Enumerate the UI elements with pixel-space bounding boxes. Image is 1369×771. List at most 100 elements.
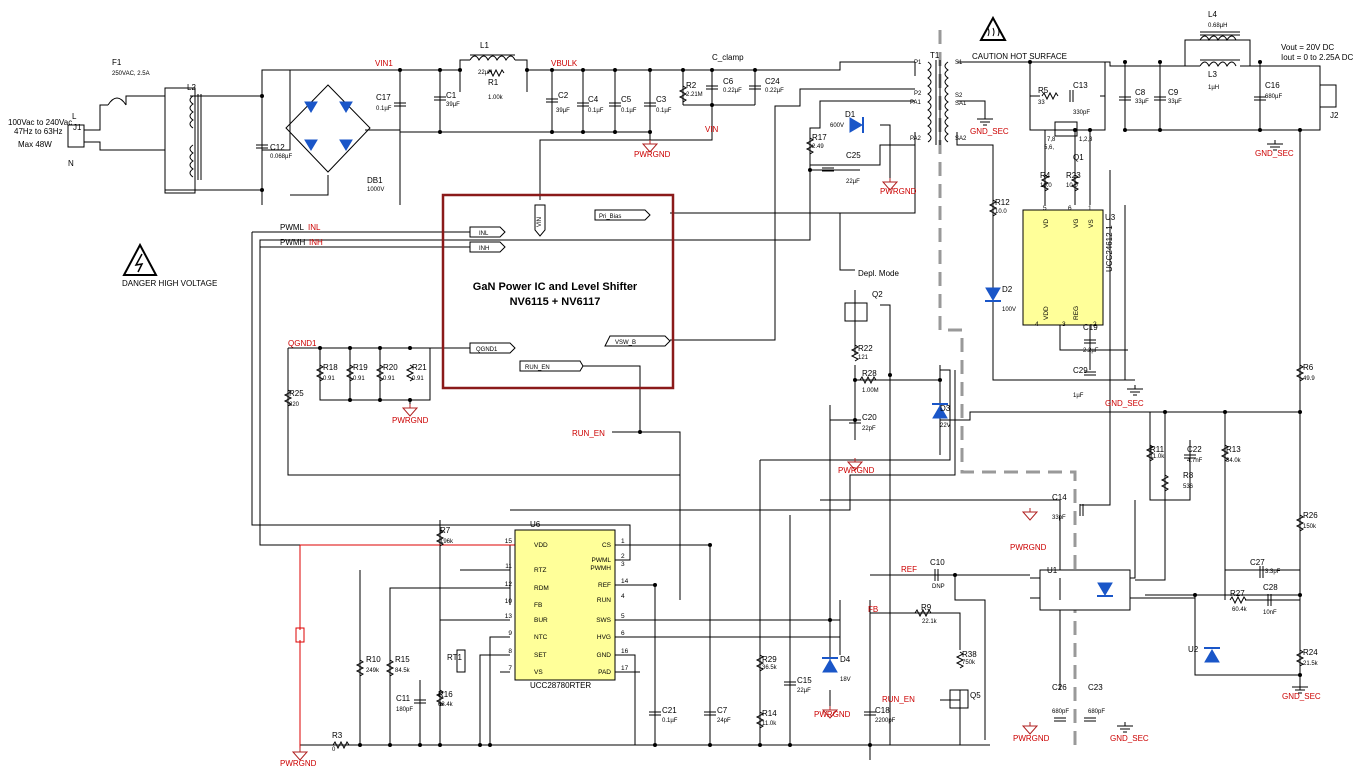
iout-text: Iout = 0 to 2.25A DC [1281, 53, 1353, 62]
pwrgnd-label: PWRGND [1010, 543, 1047, 552]
ref-r6: R6 [1303, 363, 1314, 372]
d2-diode [985, 287, 1001, 302]
u3-ref: U3 [1105, 213, 1116, 222]
q2-mosfet [844, 302, 868, 322]
ref-l4: L4 [1208, 10, 1217, 19]
value-r8: 536 [1183, 484, 1194, 490]
u6-pin-num: 5 [621, 613, 625, 620]
value-c13: 330pF [1073, 110, 1090, 116]
j1-connector[interactable] [67, 124, 85, 148]
value-c20: 22pF [862, 426, 876, 432]
ref-c4: C4 [588, 95, 599, 104]
value-c2: 39µF [556, 108, 570, 114]
hot-surface-icon [979, 15, 1007, 41]
u3-ic [1022, 209, 1104, 326]
u3-vs: VS [1088, 219, 1095, 228]
u6-pin-num: 2 [621, 553, 625, 560]
j1-label: J1 [73, 123, 82, 132]
port-vsw-b: VSW_B [615, 340, 636, 346]
ref-c19: C19 [1083, 323, 1098, 332]
value-c25: 22µF [846, 179, 860, 185]
u6-pin-num: 8 [508, 648, 512, 655]
input-l: L [72, 112, 77, 121]
u6-pin-label: PAD [598, 669, 611, 676]
u6-pin-label: RTZ [534, 567, 547, 574]
value-c24: 0.22µF [765, 88, 784, 94]
ref-r8: R8 [1183, 471, 1194, 480]
value-r11: 11.0k [1150, 454, 1165, 460]
input-spec-1: 100Vac to 240Vac [8, 118, 72, 127]
net-inl: INL [308, 223, 321, 232]
u6-ref: U6 [530, 520, 541, 529]
ref-c15: C15 [797, 676, 812, 685]
ref-d4: D4 [840, 655, 851, 664]
ground-symbols [291, 115, 1308, 761]
q1-pins-c: 1,2,3 [1079, 137, 1093, 143]
net-run-en-1: RUN_EN [572, 429, 605, 438]
ref-c11: C11 [396, 694, 411, 703]
j2-connector[interactable] [1319, 84, 1337, 108]
gndsec-label: GND_SEC [970, 127, 1009, 136]
u6-pin-num: 12 [505, 581, 513, 588]
value-f1: 250VAC, 2.5A [112, 71, 150, 77]
value-c4: 0.1µF [588, 108, 604, 114]
value-c10: DNP [932, 584, 945, 590]
ref-r7: R7 [440, 526, 451, 535]
value-c9: 33µF [1168, 99, 1182, 105]
u6-pin-label: PWML [592, 557, 612, 564]
f1-fuse [107, 97, 127, 106]
ref-r19: R19 [353, 363, 368, 372]
t1-s2: S2 [955, 93, 963, 99]
value-r26: 150k [1303, 524, 1317, 530]
u3-part: UCC24612-1 [1105, 225, 1114, 272]
u6-pin-num: 10 [505, 598, 513, 605]
ref-c20: C20 [862, 413, 877, 422]
u3-pin4: 4 [1035, 321, 1039, 328]
ref-q2: Q2 [872, 290, 883, 299]
l4-inductor [1199, 35, 1237, 42]
net-inh: INH [309, 238, 323, 247]
value-l4: 0.68µH [1208, 23, 1227, 29]
value-c5: 0.1µF [621, 108, 637, 114]
pwrgnd-label: PWRGND [814, 710, 851, 719]
value-c15: 22µF [797, 688, 811, 694]
u6-pin-label: SWS [596, 617, 611, 624]
port-pri-bias: Pri_Bias [599, 214, 621, 220]
value-r17: 2.49 [812, 144, 824, 150]
ref-d2: D2 [1002, 285, 1013, 294]
t1-ref: T1 [930, 51, 940, 60]
net-ref: REF [901, 565, 917, 574]
value-c7: 24pF [717, 718, 731, 724]
isolation-boundary [938, 30, 1077, 745]
u6-pin-label: SET [534, 652, 547, 659]
port-vin: VIN [537, 217, 543, 227]
value-r7: 196k [440, 539, 454, 545]
value-r38: 750k [962, 660, 976, 666]
pwrgnd-label: PWRGND [634, 150, 671, 159]
u6-pin-label: CS [602, 542, 612, 549]
d4-diode [822, 657, 838, 673]
value-r13: 34.0k [1226, 458, 1242, 464]
ref-r22: R22 [858, 344, 873, 353]
ref-r13: R13 [1226, 445, 1241, 454]
ref-c21: C21 [662, 706, 677, 715]
gndsec-label: GND_SEC [1282, 692, 1321, 701]
value-c22: 4.7nF [1187, 458, 1203, 464]
ref-c8: C8 [1135, 88, 1146, 97]
u3-vg: VG [1073, 219, 1080, 228]
value-r2: 2.21M [686, 92, 703, 98]
value-r5: 33 [1038, 100, 1045, 106]
ref-c6: C6 [723, 77, 734, 86]
q5-mosfet [949, 689, 969, 709]
u6-pin-label: HVG [597, 634, 611, 641]
ref-l2: L2 [187, 83, 196, 92]
ref-r2: R2 [686, 81, 697, 90]
t1-p2: P2 [914, 91, 922, 97]
u6-pin-label: REF [598, 582, 611, 589]
net-vin: VIN [705, 125, 719, 134]
ref-c26: C26 [1052, 683, 1067, 692]
block-ports: VIN Pri_Bias INL INH VSW_B QGND1 RUN_EN [469, 204, 671, 372]
value-c28: 10nF [1263, 610, 1277, 616]
